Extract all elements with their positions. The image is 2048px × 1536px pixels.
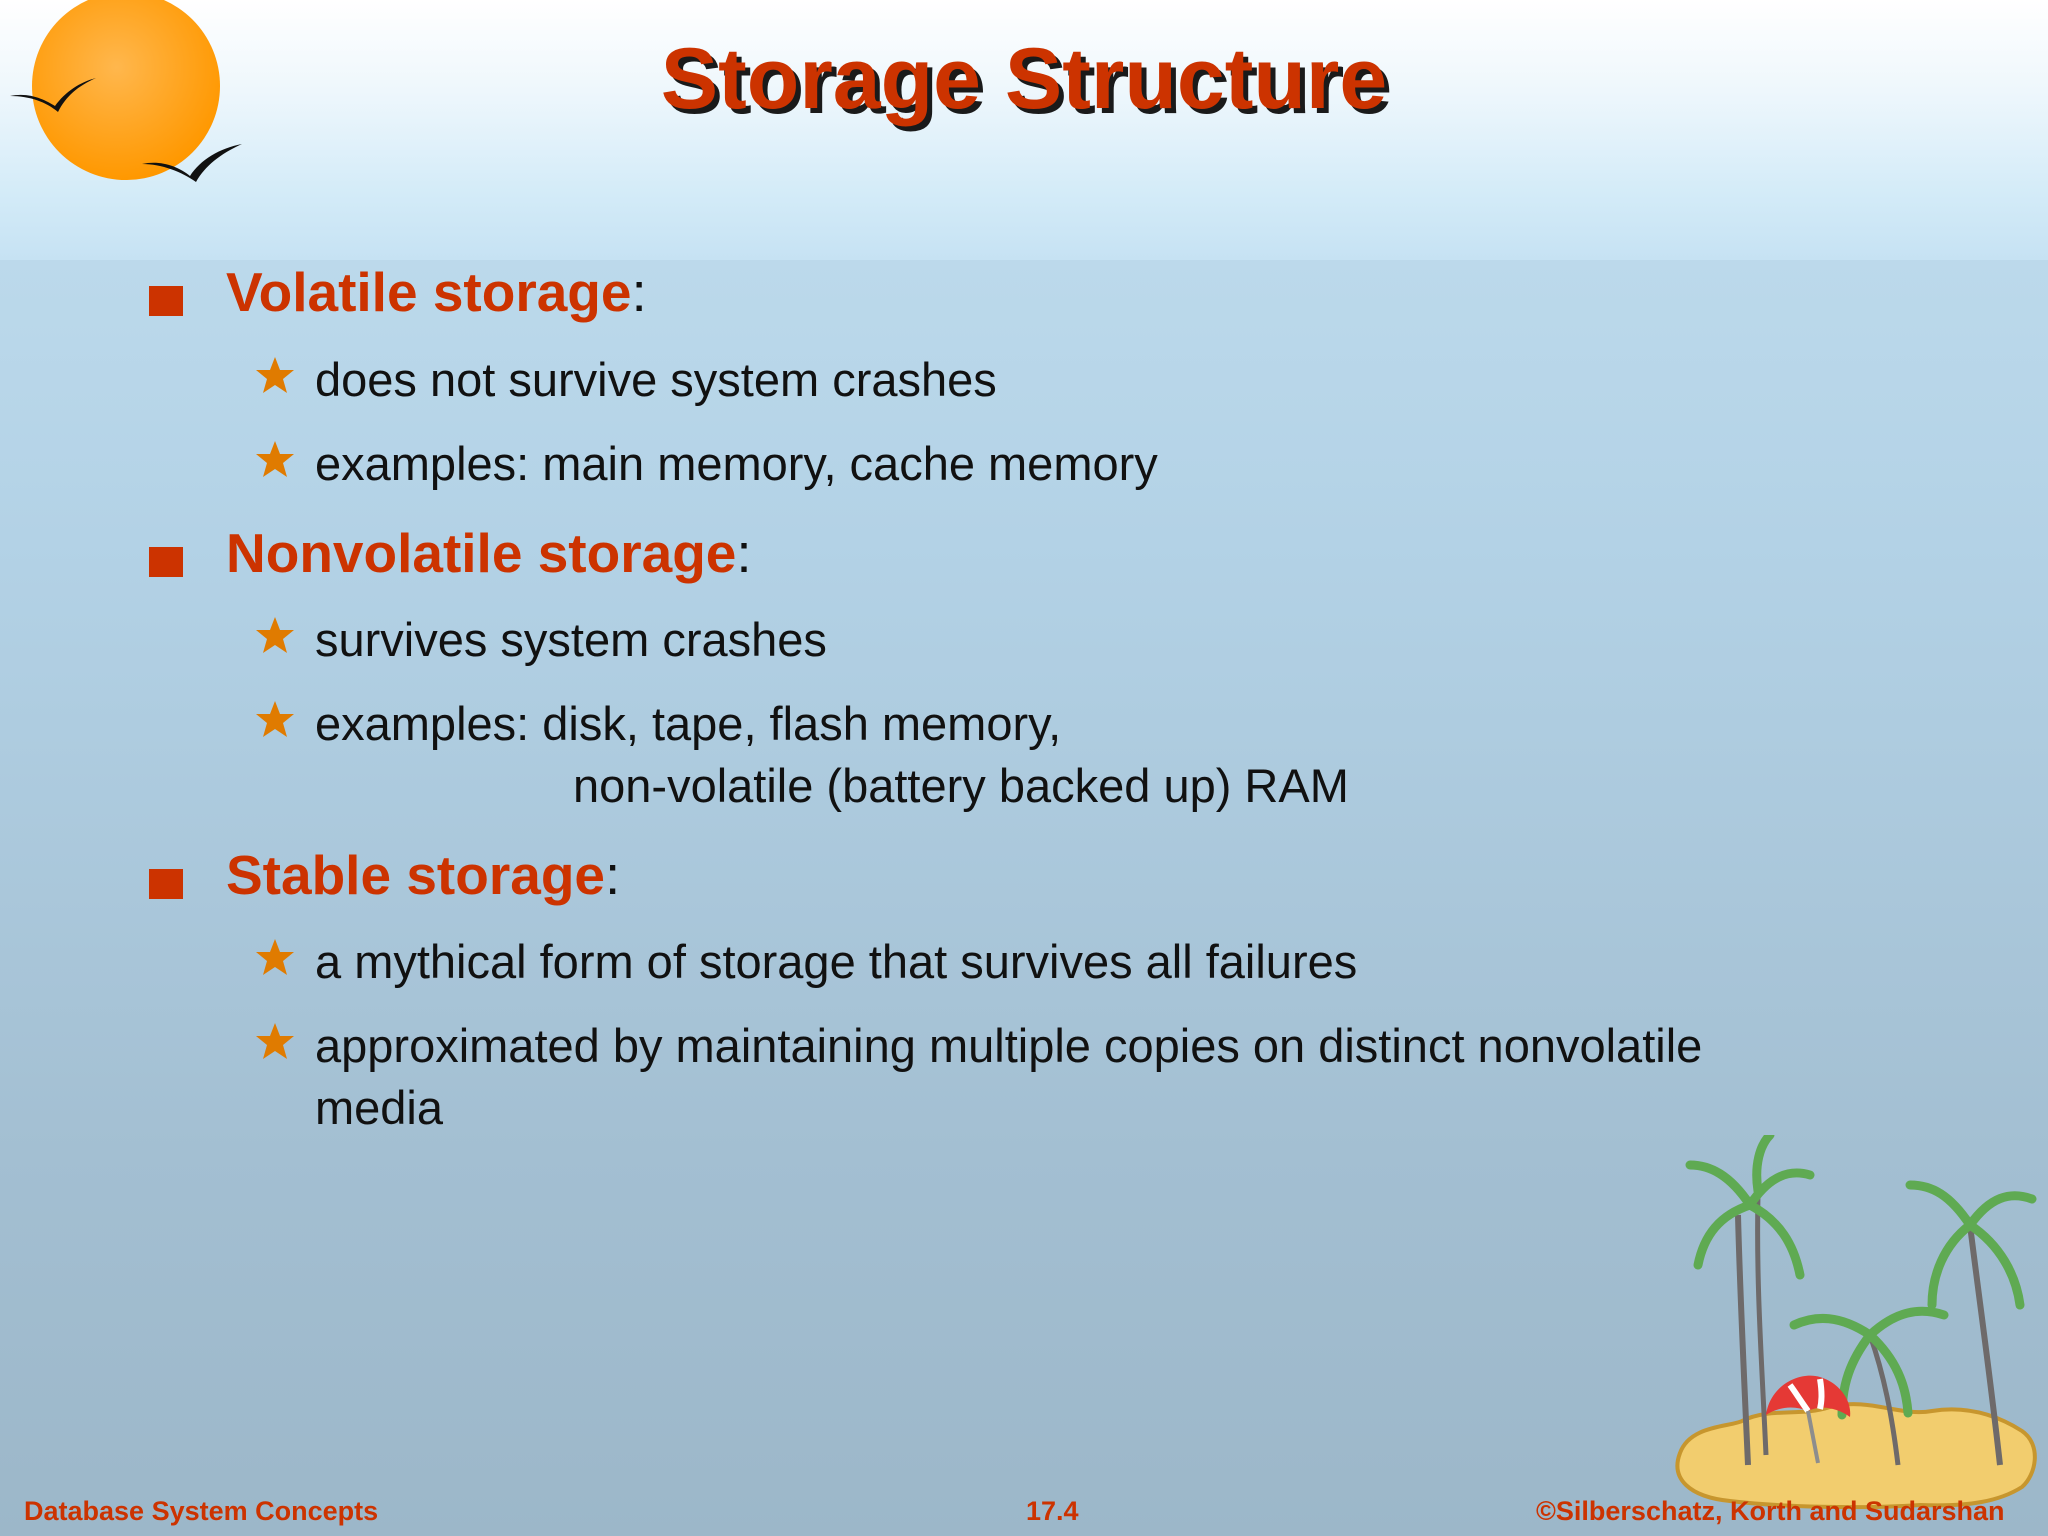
sub-bullet-text: examples: disk, tape, flash memory, non-… (315, 693, 1349, 817)
star-bullet-icon (256, 1023, 294, 1059)
star-bullet-icon (256, 441, 294, 477)
palm-trunk (1735, 1214, 1751, 1466)
palm-frond (1905, 1180, 1975, 1230)
footer-slide-number: 17.4 (1026, 1496, 1079, 1526)
beach-umbrella-icon (1766, 1375, 1851, 1417)
umbrella-pole (1806, 1410, 1820, 1464)
palm-island-icon (1675, 1135, 2037, 1510)
palm-frond (1752, 1135, 1775, 1196)
sun-with-birds-icon (10, 0, 242, 182)
palm-frond (1693, 1200, 1755, 1270)
sub-bullet-line: non-volatile (battery backed up) RAM (573, 759, 1349, 812)
star-bullet-icon (256, 357, 294, 393)
bullet-text: Stable storage: (226, 842, 620, 908)
sub-bullet-line: survives system crashes (315, 613, 827, 666)
bullet-term: Nonvolatile storage (226, 522, 737, 584)
bullet-term: Stable storage (226, 844, 606, 906)
sun-icon (32, 0, 220, 180)
sub-bullet-text: approximated by maintaining multiple cop… (315, 1015, 1702, 1139)
sub-bullet-line: a mythical form of storage that survives… (315, 935, 1358, 988)
palm-trunk (1967, 1224, 2003, 1466)
palm-frond (1927, 1220, 1975, 1310)
sub-bullet-line: approximated by maintaining multiple cop… (315, 1019, 1703, 1072)
sub-bullet-text: survives system crashes (315, 609, 827, 671)
palm-frond (1865, 1306, 1949, 1340)
star-bullet-icon (256, 939, 294, 975)
palm-frond (1685, 1160, 1755, 1210)
bird-icon (142, 144, 242, 182)
bird-icon (10, 78, 96, 112)
bullet-suffix: : (605, 844, 621, 906)
bullet-term: Volatile storage (226, 261, 632, 323)
title-band (0, 0, 2048, 260)
palm-trunk (1867, 1334, 1901, 1466)
palm-trunk (1755, 1194, 1769, 1456)
sub-bullet-text: does not survive system crashes (315, 349, 997, 411)
palm-frond (1965, 1220, 2025, 1310)
bullet-text: Volatile storage: (226, 259, 647, 325)
square-bullet-icon (149, 869, 183, 899)
palm-frond (1745, 1200, 1805, 1280)
island-sand (1675, 1402, 2037, 1510)
star-bullet-icon (256, 617, 294, 653)
square-bullet-icon (149, 286, 183, 316)
footer-copyright: ©Silberschatz, Korth and Sudarshan (1536, 1496, 2005, 1526)
sub-bullet-line: media (315, 1081, 444, 1134)
bullet-suffix: : (736, 522, 752, 584)
bullet-suffix: : (631, 261, 647, 323)
sub-bullet-line: examples: main memory, cache memory (315, 437, 1158, 490)
slide-title: Storage Structure (660, 31, 1388, 127)
palm-frond (1789, 1313, 1875, 1340)
sub-bullet-text: a mythical form of storage that survives… (315, 931, 1357, 993)
sub-bullet-line: does not survive system crashes (315, 353, 997, 406)
umbrella-stripe (1787, 1378, 1825, 1413)
palm-frond (1865, 1330, 1913, 1418)
square-bullet-icon (149, 547, 183, 577)
palm-frond (1965, 1191, 2037, 1230)
bullet-text: Nonvolatile storage: (226, 520, 752, 586)
footer-book-title: Database System Concepts (24, 1496, 379, 1526)
star-bullet-icon (256, 701, 294, 737)
palm-frond (1745, 1168, 1815, 1210)
sub-bullet-text: examples: main memory, cache memory (315, 433, 1158, 495)
sub-bullet-line: examples: disk, tape, flash memory, (315, 697, 1062, 750)
